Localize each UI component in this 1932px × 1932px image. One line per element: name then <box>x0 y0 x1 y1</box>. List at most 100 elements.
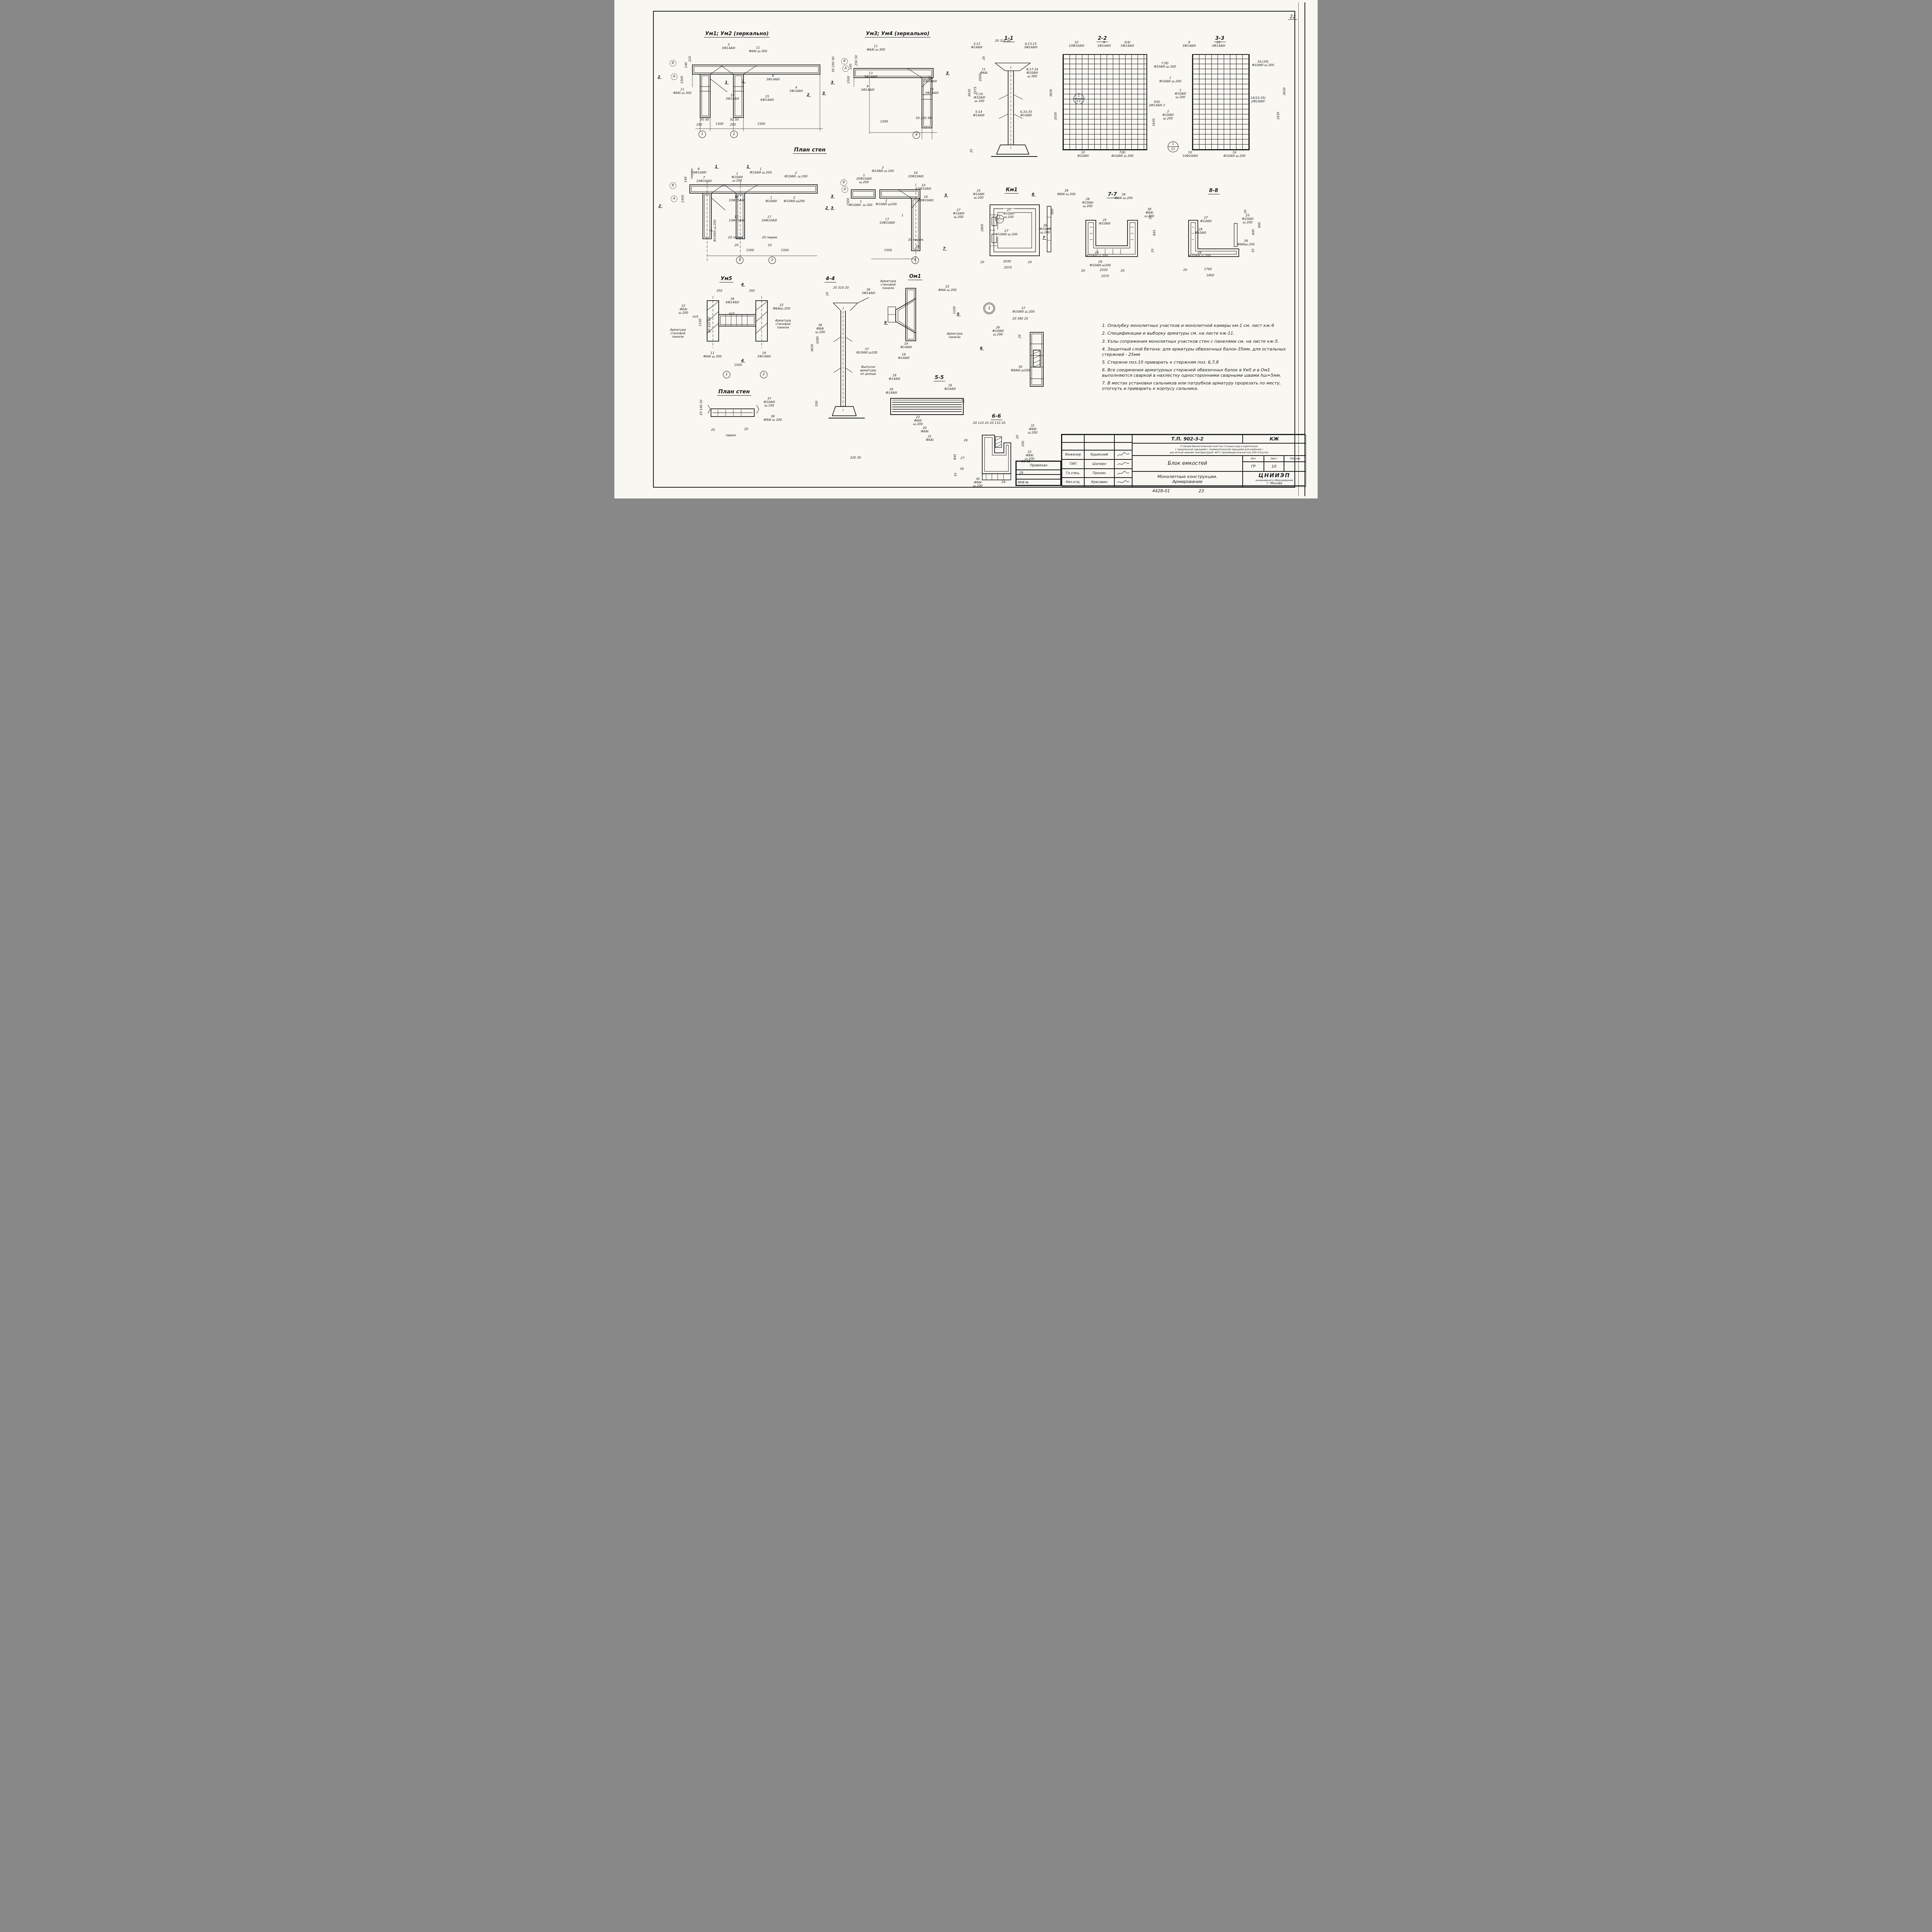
dimension: 550 <box>815 400 819 407</box>
dimension: 2070 <box>1101 274 1109 278</box>
stamp-empty-row <box>1016 470 1061 474</box>
dimension: 1630 <box>1276 112 1280 120</box>
dimension: 1500 <box>746 248 754 252</box>
rebar-callout: 13 3Ф14АIII <box>864 71 878 78</box>
sheet-frame <box>653 11 1295 488</box>
rebar-callout: 10 10Ф10АIII <box>729 195 744 202</box>
rebar-callout: 30 Ф8АI ш.200 <box>973 477 983 488</box>
rebar-callout: 3;12 Ф14АIII <box>971 42 983 49</box>
rebar-callout: 14(33,35) 2Ф10АIII <box>1250 96 1266 103</box>
section-marker: 2 <box>658 75 662 79</box>
rebar-callout: 34 10Ф10АIII <box>908 171 923 178</box>
dimension: 3630 <box>1049 89 1053 97</box>
rebar-callout: 39 Ф8АIш.200 <box>1237 239 1255 246</box>
project-description: Станция биологической очистки сточных во… <box>1132 443 1306 456</box>
rebar-callout: 12 3Ф14АIII <box>923 76 937 83</box>
section-marker: 2 <box>807 93 811 97</box>
sig-empty <box>1114 442 1132 450</box>
rebar-callout: 28 Ф10АIII ш.200 <box>1082 197 1094 208</box>
dimension: 20 <box>1121 269 1125 272</box>
dimension: 20 <box>1028 260 1032 264</box>
dimension: 20 <box>1081 269 1085 272</box>
section-marker: 2 <box>825 206 829 210</box>
dimension: 20 310 20 <box>833 286 849 289</box>
dimension: 20 <box>1243 209 1247 214</box>
dimension: 20 перем. <box>762 236 778 239</box>
dimension: 1100 <box>698 318 702 327</box>
rebar-callout: 27 Ф10АIII ш.200 <box>1012 306 1035 313</box>
rebar-callout: 27 <box>961 456 965 460</box>
rebar-callout: 18 Ф14АIII <box>898 353 910 360</box>
note-item: 7. В местах установки сальников или патр… <box>1102 381 1281 391</box>
dimension: 1500 <box>734 363 742 367</box>
um5-plan-drawing <box>699 293 776 351</box>
dimension: 140 <box>849 63 853 70</box>
listov-value <box>1284 462 1306 471</box>
list-value: 10 <box>1264 462 1284 471</box>
dimension: 35 <box>1151 248 1155 253</box>
dimension: 900 <box>1051 208 1054 215</box>
title-block-main: Инженер Крымский ГИП Шапиро Гл.спец. Про… <box>1061 434 1306 487</box>
note-item: 1. Опалубку монолитных участков и моноли… <box>1102 323 1274 328</box>
stamp-attach-label: Привязан <box>1016 461 1061 470</box>
rebar-callout: 20 Ф6АI <box>921 426 929 433</box>
dimension: 3630 <box>1282 87 1286 95</box>
dimension: 3830 <box>810 344 814 352</box>
section-7-7-drawing <box>1078 212 1146 266</box>
note-item: 5. Стержни поз.10 приварить к стержням п… <box>1102 360 1219 365</box>
view-title: План стен <box>793 147 827 154</box>
person-name: Красавин <box>1084 478 1114 487</box>
project-line: с продленной аэрацией с пневматической а… <box>1175 448 1263 451</box>
label: Арматура стеновой панели <box>775 319 791 329</box>
person-name: Крымский <box>1084 450 1114 459</box>
rebar-callout: 30 Ф8АIII.ш200 <box>1011 365 1030 372</box>
organization: ЦНИИЭП инженерного оборудования г. Москв… <box>1243 471 1306 487</box>
rebar-callout: 26 Ф10АIII ш.200 <box>1086 251 1108 258</box>
section-marker: 1 <box>742 79 746 83</box>
rebar-callout: 10 10Ф10АIII <box>1069 41 1084 48</box>
label: Арматура стеновой панели <box>670 328 686 338</box>
rebar-callout: 6,33;35 Ф14АIII <box>1020 110 1032 117</box>
rebar-callout: 27 Ф10АIII ш.200 <box>995 229 1018 236</box>
section-marker: 1 <box>715 165 719 169</box>
rebar-callout: 5(6) 2Ф14АIII 2 <box>1149 100 1165 107</box>
dimension: 2070 <box>1004 266 1012 269</box>
rebar-callout: 11 Ф6АI ш.300 <box>703 351 722 358</box>
rebar-callout: 15 3Ф14АIII <box>925 88 939 95</box>
axis-bubble: 4 <box>913 131 920 139</box>
rebar-callout: 39 Ф8АI ш.200 <box>1057 189 1076 196</box>
section-marker: 3 <box>831 206 835 210</box>
dimension: 1500 <box>681 195 685 203</box>
page-number: 22 <box>1288 14 1298 20</box>
section-3-3-mesh-drawing <box>1192 54 1250 150</box>
dimension: 350 <box>749 289 755 293</box>
dimension: 1800 <box>1206 274 1214 277</box>
rebar-callout: 29 Ф10АIII.ш200 <box>1090 260 1111 267</box>
rebar-callout: 9 3Ф14АIII <box>1182 41 1196 48</box>
content-line: Армирование <box>1172 479 1202 484</box>
role-label: ГИП <box>1062 459 1084 469</box>
dimension: 1500 <box>846 198 850 206</box>
rebar-callout: 10 10Ф10АIII <box>916 184 931 190</box>
dimension: 3575 <box>973 87 977 95</box>
axis-bubble: А <box>842 65 849 72</box>
dimension: 50 50 <box>700 118 709 121</box>
rebar-callout: 22 Ф6АI ш.200 <box>938 285 957 292</box>
um3-um4-plan-drawing <box>846 52 951 145</box>
rebar-callout: 7 10Ф10АIII <box>696 176 712 183</box>
dimension: 1500 <box>781 248 789 252</box>
title-block-attach-box: Привязан ИНВ № <box>1015 461 1061 486</box>
stamp-empty-row <box>1016 474 1061 479</box>
view-title: План стен <box>717 389 751 396</box>
rebar-callout: 39 Ф8АI ш.200 <box>1145 207 1155 218</box>
dimension: 20 <box>980 260 985 264</box>
content-line: Монолитные конструкции. <box>1157 474 1218 479</box>
rebar-callout: 16 10Ф10АIII <box>918 195 934 202</box>
role-label: Нач.отд. <box>1062 478 1084 487</box>
rebar-callout: 2 Ф10АIII ш.200 <box>872 166 894 173</box>
rebar-callout: 18 Ф14АIII <box>886 388 897 395</box>
rebar-callout: 26 Ф10АIII ш.200 <box>1039 224 1051 234</box>
dimension: 20 110 20 20 110 20 <box>973 421 1005 425</box>
label: Арматура стеновой панели <box>880 279 896 290</box>
rebar-callout: 39 Ф8АI ш.200 <box>1114 193 1133 200</box>
